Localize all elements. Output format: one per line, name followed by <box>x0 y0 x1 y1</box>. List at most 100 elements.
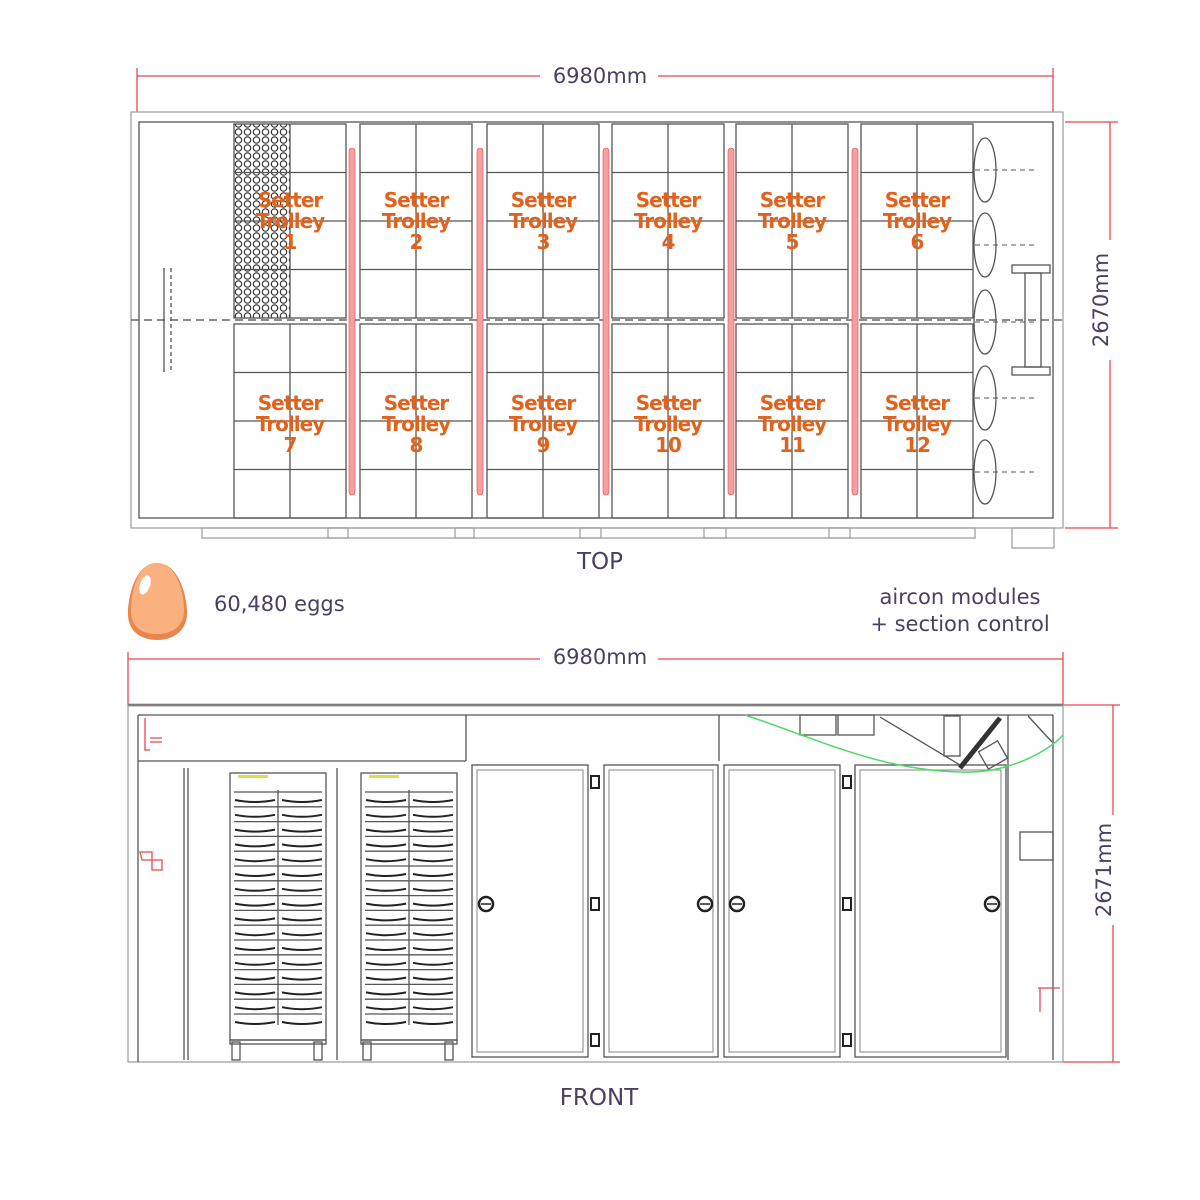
hinge <box>842 897 852 911</box>
trolley-label-line2: Trolley <box>634 412 703 436</box>
trolley-label-number: 8 <box>410 433 423 457</box>
trolley-label-number: 6 <box>911 230 924 254</box>
trolley-label-line1: Setter <box>636 188 702 212</box>
trolley-label-number: 10 <box>655 433 681 457</box>
aircon-label-line2: + section control <box>870 612 1049 636</box>
trolley-label-line2: Trolley <box>382 209 451 233</box>
trolley-rack <box>229 772 327 1061</box>
heater-bar <box>476 147 484 496</box>
trolley-label-number: 12 <box>904 433 930 457</box>
trolley-label-line1: Setter <box>258 188 324 212</box>
door <box>471 764 589 1058</box>
setter-trolley-racks <box>229 772 458 1061</box>
trolley-label-number: 3 <box>537 230 550 254</box>
front-view: 6980mm 2671mm <box>127 645 1120 1111</box>
pedestal <box>454 527 602 539</box>
trolley-label-line2: Trolley <box>883 209 952 233</box>
heater-bar <box>727 147 735 496</box>
top-depth-dimension: 2670mm <box>1065 121 1118 529</box>
egg-icon <box>128 563 188 640</box>
trolley-slot <box>359 123 473 319</box>
front-caption: FRONT <box>560 1085 640 1111</box>
sensor-marker <box>144 718 162 751</box>
control-panel <box>1019 831 1054 861</box>
caster <box>362 1041 372 1061</box>
trolley-label-line1: Setter <box>885 391 951 415</box>
egg-capacity-label: 60,480 eggs <box>214 592 345 616</box>
trolley-label-line2: Trolley <box>256 209 325 233</box>
trolley-slot <box>486 323 600 519</box>
caster <box>444 1041 454 1061</box>
door <box>854 764 1007 1058</box>
aircon-unit <box>744 714 1064 773</box>
trolley-label-number: 9 <box>537 433 550 457</box>
front-doors <box>471 764 1007 1058</box>
trolley-label-line1: Setter <box>258 391 324 415</box>
top-view: 6980mm 2670mm SetterTrolley1SetterTrolle… <box>130 64 1118 575</box>
control-handle <box>1011 264 1051 376</box>
hinge <box>590 775 600 789</box>
trolley-label-line2: Trolley <box>758 209 827 233</box>
aircon-fans <box>973 137 1035 505</box>
caster <box>313 1041 323 1061</box>
front-width-label: 6980mm <box>553 645 647 669</box>
trolley-label-line1: Setter <box>511 188 577 212</box>
hinge <box>590 897 600 911</box>
heater-bar <box>602 147 610 496</box>
pedestal <box>327 527 475 539</box>
trolley-label-number: 5 <box>786 230 799 254</box>
trolley-slot <box>611 323 725 519</box>
trolley-grid <box>201 123 976 539</box>
pedestal <box>703 527 851 539</box>
hinge <box>842 1033 852 1047</box>
top-caption: TOP <box>576 549 623 575</box>
pedestal <box>828 527 976 539</box>
sensor-marker <box>1038 987 1060 1012</box>
front-height-dimension: 2671mm <box>1063 704 1120 1063</box>
pedestal <box>579 527 727 539</box>
trolley-label-line2: Trolley <box>883 412 952 436</box>
trolley-label-number: 4 <box>662 230 675 254</box>
trolley-slot <box>233 123 347 319</box>
hinge <box>842 775 852 789</box>
front-height-label: 2671mm <box>1092 823 1116 917</box>
top-depth-label: 2670mm <box>1089 253 1113 347</box>
heater-bar <box>851 147 859 496</box>
trolley-slot <box>359 323 473 519</box>
front-outer <box>127 704 1064 1063</box>
trolley-slot <box>233 323 347 519</box>
trolley-slot <box>735 323 849 519</box>
hinge <box>590 1033 600 1047</box>
trolley-label-line2: Trolley <box>256 412 325 436</box>
trolley-label-number: 7 <box>284 433 297 457</box>
trolley-rack <box>360 772 458 1061</box>
trolley-label-number: 2 <box>410 230 423 254</box>
trolley-label-line2: Trolley <box>758 412 827 436</box>
trolley-label-line2: Trolley <box>509 412 578 436</box>
trolley-label-line1: Setter <box>885 188 951 212</box>
trolley-label-line1: Setter <box>760 188 826 212</box>
trolley-slot <box>860 123 974 319</box>
pedestal <box>201 527 349 539</box>
trolley-label-line1: Setter <box>384 188 450 212</box>
trolley-slot <box>486 123 600 319</box>
trolley-slot <box>611 123 725 319</box>
front-width-dimension: 6980mm <box>127 645 1064 705</box>
trolley-label-line2: Trolley <box>382 412 451 436</box>
door <box>723 764 841 1058</box>
trolley-slot <box>860 323 974 519</box>
airflow-line <box>744 714 1064 773</box>
trolley-labels: SetterTrolley1SetterTrolley2SetterTrolle… <box>256 188 953 457</box>
sensor-marker <box>139 851 163 871</box>
trolley-label-number: 1 <box>284 230 297 254</box>
trolley-label-line1: Setter <box>511 391 577 415</box>
trolley-label-line2: Trolley <box>509 209 578 233</box>
top-width-dimension: 6980mm <box>136 64 1054 112</box>
trolley-label-line1: Setter <box>384 391 450 415</box>
trolley-label-number: 11 <box>779 433 805 457</box>
caster <box>231 1041 241 1061</box>
trolley-label-line2: Trolley <box>634 209 703 233</box>
aircon-label-line1: aircon modules <box>880 585 1041 609</box>
door <box>603 764 719 1058</box>
